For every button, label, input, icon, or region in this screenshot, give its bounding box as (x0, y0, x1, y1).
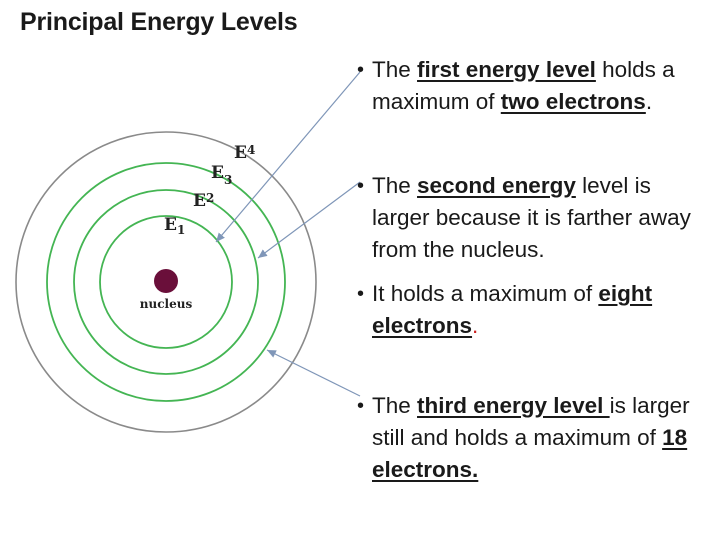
eight-electrons-term: eight electrons (372, 281, 653, 338)
second-energy-term: second energy (417, 173, 576, 198)
nucleus-dot (154, 269, 178, 293)
level-label-e1: E1 (164, 215, 185, 237)
arrow-second-level (257, 181, 361, 259)
two-electrons-term: two electrons (500, 89, 646, 114)
first-energy-level-term: first energy level (417, 57, 596, 82)
bullet-second-level: •The second energy level is larger becau… (357, 170, 712, 266)
page-title: Principal Energy Levels (20, 8, 298, 36)
bullet-first-level: •The first energy level holds a maximum … (357, 54, 712, 118)
level-label-e3: E3 (211, 163, 232, 187)
energy-level-4-ring (15, 131, 317, 433)
energy-level-1-ring (99, 215, 233, 349)
arrow-third-level (266, 349, 361, 397)
eighteen-electrons-term: 18 electrons. (372, 425, 688, 482)
energy-level-2-ring (73, 189, 259, 375)
level-label-e2: E2 (193, 191, 214, 211)
bullet-eight-electrons: •It holds a maximum of eight electrons. (357, 278, 712, 342)
bullet-dot: • (357, 59, 365, 81)
nucleus-label: nucleus (140, 297, 193, 311)
bullet-dot: • (357, 283, 365, 305)
bullet-dot: • (357, 395, 365, 417)
level-label-e4: E4 (234, 143, 255, 163)
bullet-dot: • (357, 175, 365, 197)
third-energy-level-term: third energy level (417, 393, 610, 418)
energy-level-3-ring (46, 162, 286, 402)
arrow-first-level (215, 71, 361, 243)
bullet-third-level: •The third energy level is larger still … (357, 390, 712, 486)
